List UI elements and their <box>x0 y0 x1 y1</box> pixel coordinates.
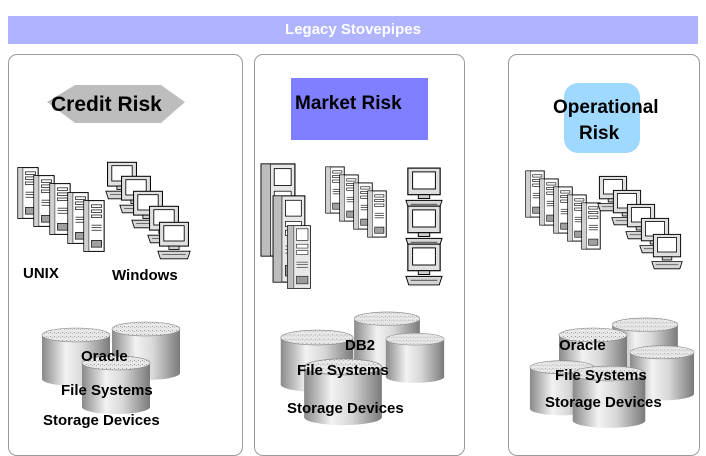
market-risk-box <box>291 78 428 140</box>
operational-risk-graphics <box>525 83 695 429</box>
windows-label: Windows <box>112 267 178 284</box>
storage-devices-label: Storage Devices <box>43 412 160 429</box>
stovepipes-banner: Legacy Stovepipes <box>8 16 698 44</box>
operational-risk-panel: Operational Risk Oracle File Systems Sto… <box>508 54 700 456</box>
market-risk-panel: Market Risk DB2 File Systems Storage Dev… <box>254 54 465 456</box>
market-risk-graphics <box>260 78 445 426</box>
banner-title: Legacy Stovepipes <box>285 21 421 38</box>
desktop-computer-icon <box>405 167 443 286</box>
server-tower-icon <box>325 166 387 238</box>
storage-devices-label: Storage Devices <box>287 400 404 417</box>
storage-devices-label: Storage Devices <box>545 394 662 411</box>
mainframe-icon <box>260 163 312 289</box>
unix-label: UNIX <box>23 265 59 282</box>
db2-label: DB2 <box>345 337 376 354</box>
operational-risk-shape <box>564 83 640 153</box>
desktop-computer-icon <box>105 161 191 260</box>
file-systems-label: File Systems <box>555 367 647 384</box>
server-tower-icon <box>17 167 105 252</box>
server-tower-icon <box>525 170 601 250</box>
market-risk-title: Market Risk <box>295 93 402 114</box>
oracle-label: Oracle <box>81 348 128 365</box>
oracle-label: Oracle <box>559 337 606 354</box>
operational-risk-title-line2: Risk <box>579 123 620 144</box>
file-systems-label: File Systems <box>61 382 153 399</box>
credit-risk-hexagon <box>47 85 185 123</box>
disk-cylinder-icon <box>41 321 181 415</box>
file-systems-label: File Systems <box>297 362 389 379</box>
operational-risk-title-line1: Operational <box>553 97 659 118</box>
credit-risk-graphics <box>17 85 191 415</box>
desktop-computer-icon <box>597 175 683 270</box>
credit-risk-title: Credit Risk <box>51 93 162 116</box>
credit-risk-panel: Credit Risk UNIX Windows Oracle File Sys… <box>8 54 243 456</box>
